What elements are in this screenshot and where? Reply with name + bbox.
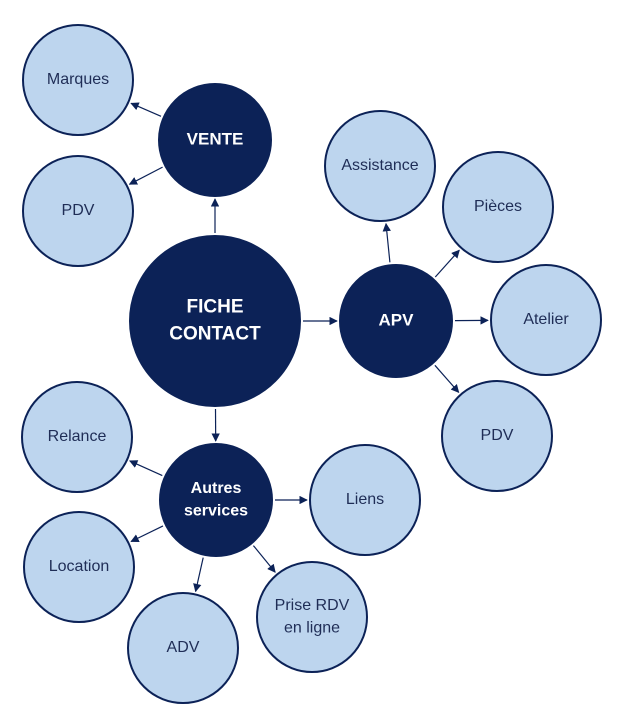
node-label-apv: APV [379, 310, 415, 329]
node-label-liens: Liens [346, 491, 384, 508]
node-circle-prise-rdv [256, 561, 368, 673]
node-label-atelier: Atelier [523, 311, 569, 328]
arrow-vente-to-pdv-vente [128, 166, 163, 185]
arrow-autres-services-to-prise-rdv [252, 545, 276, 573]
node-circle-marques [22, 24, 134, 136]
arrow-autres-services-to-location [130, 525, 164, 543]
node-circle-vente [158, 83, 272, 197]
node-label-pdv-vente: PDV [62, 202, 95, 219]
node-autres-services: Autres services [159, 443, 273, 557]
node-circle-relance [21, 381, 133, 493]
arrow-vente-to-marques [130, 102, 162, 117]
node-apv: APV [339, 264, 453, 378]
node-label-prise-rdv: en ligne [284, 619, 340, 636]
node-label-adv: ADV [167, 639, 200, 656]
node-label-fiche-contact: CONTACT [169, 323, 261, 344]
node-pieces: Pièces [442, 151, 554, 263]
node-circle-apv [339, 264, 453, 378]
node-pdv-apv: PDV [441, 380, 553, 492]
node-circle-pdv-vente [22, 155, 134, 267]
arrow-apv-to-pieces [434, 249, 460, 278]
node-label-location: Location [49, 558, 110, 575]
node-pdv-vente: PDV [22, 155, 134, 267]
node-label-pdv-apv: PDV [481, 427, 514, 444]
node-fiche-contact: FICHE CONTACT [129, 235, 301, 407]
node-circle-liens [309, 444, 421, 556]
node-circle-pdv-apv [441, 380, 553, 492]
node-atelier: Atelier [490, 264, 602, 376]
arrow-apv-to-pdv-apv [434, 364, 460, 394]
node-label-vente: VENTE [187, 129, 244, 148]
node-circle-autres-services [159, 443, 273, 557]
node-label-pieces: Pièces [474, 198, 522, 215]
node-label-assistance: Assistance [341, 157, 418, 174]
node-assistance: Assistance [324, 110, 436, 222]
node-circle-assistance [324, 110, 436, 222]
node-label-autres-services: Autres [191, 480, 242, 497]
node-label-autres-services: services [184, 502, 248, 519]
node-circle-location [23, 511, 135, 623]
node-vente: VENTE [158, 83, 272, 197]
node-circle-fiche-contact [129, 235, 301, 407]
node-label-relance: Relance [48, 428, 107, 445]
node-circle-pieces [442, 151, 554, 263]
arrow-apv-to-assistance [382, 222, 391, 263]
node-label-prise-rdv: Prise RDV [275, 597, 350, 614]
node-circle-atelier [490, 264, 602, 376]
node-relance: Relance [21, 381, 133, 493]
node-liens: Liens [309, 444, 421, 556]
node-location: Location [23, 511, 135, 623]
node-prise-rdv: Prise RDV en ligne [256, 561, 368, 673]
arrow-autres-services-to-adv [193, 557, 204, 593]
node-label-fiche-contact: FICHE [187, 297, 244, 318]
node-marques: Marques [22, 24, 134, 136]
node-circle-adv [127, 592, 239, 704]
node-label-marques: Marques [47, 71, 109, 88]
node-adv: ADV [127, 592, 239, 704]
nodes: FICHE CONTACT VENTE APV Autres services Marque… [21, 24, 602, 704]
arrow-autres-services-to-relance [129, 460, 163, 477]
edges [128, 102, 489, 593]
